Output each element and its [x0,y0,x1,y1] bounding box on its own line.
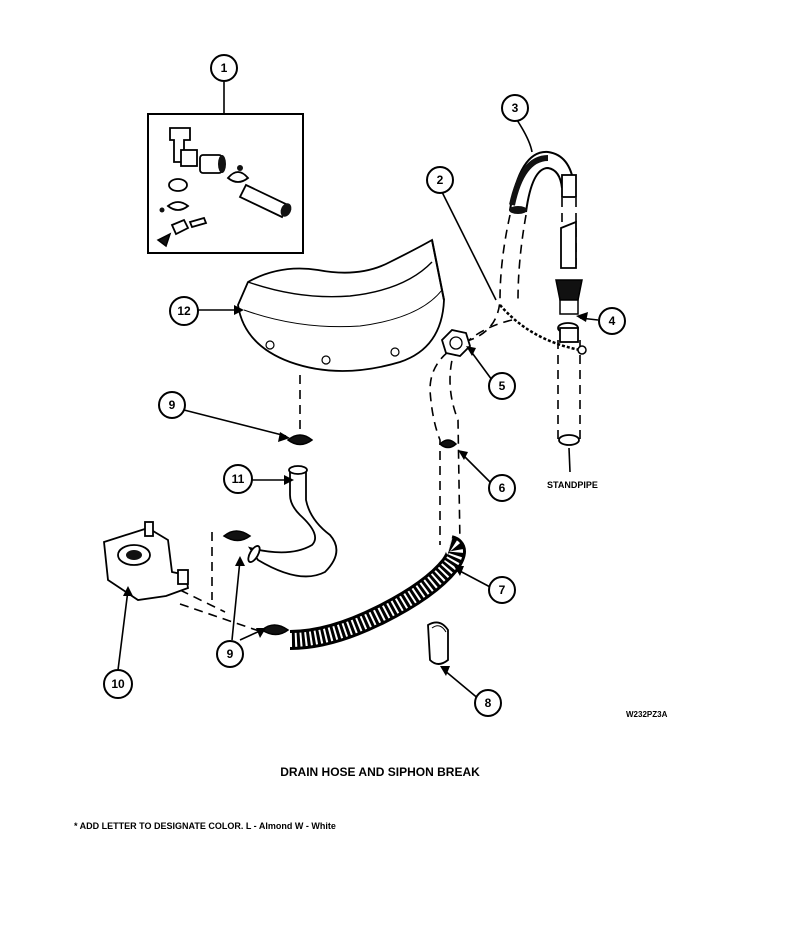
part-9-clamp-upper [286,375,314,446]
callout-9-lower: 9 [216,640,244,668]
diagram-title: DRAIN HOSE AND SIPHON BREAK [280,765,480,779]
part-9-clamps-lower [179,530,290,636]
callout-9-upper-label: 9 [169,398,176,412]
callout-12-label: 12 [177,304,191,318]
callout-10: 10 [103,669,133,699]
callout-10-label: 10 [111,677,125,691]
callout-1-label: 1 [221,61,228,75]
callout-7: 7 [488,576,516,604]
callout-11-label: 11 [232,472,245,486]
standpipe-label: STANDPIPE [547,480,598,490]
callout-5: 5 [488,372,516,400]
part-11-elbow-hose [247,465,338,578]
part-12-tub [237,238,445,372]
callout-3: 3 [501,94,529,122]
part-6-clamp [438,439,458,449]
callout-4-label: 4 [609,314,616,328]
callout-8-label: 8 [485,696,492,710]
hose-path-inner [449,319,513,546]
part-4-fitting [555,279,583,343]
callout-6-label: 6 [499,481,506,495]
part-7-drain-hose [289,535,466,650]
part-10-pump [103,521,190,601]
callout-12: 12 [169,296,199,326]
callout-4: 4 [598,307,626,335]
callout-8: 8 [474,689,502,717]
callout-2-label: 2 [437,173,444,187]
callout-5-label: 5 [499,379,506,393]
callout-9-lower-label: 9 [227,647,234,661]
part-1-kit-box [147,113,304,254]
callout-6: 6 [488,474,516,502]
leader-lines [117,82,599,701]
part-8-clip [427,621,449,665]
color-footnote: * ADD LETTER TO DESIGNATE COLOR. L - Alm… [74,821,336,831]
callout-9-upper: 9 [158,391,186,419]
part-5-nut [440,329,472,357]
callout-1: 1 [210,54,238,82]
callout-11: 11 [223,464,253,494]
part-2-chain [499,304,581,352]
part-3-upper-hose [509,150,577,214]
hose-path-upper-2 [517,214,527,301]
callout-7-label: 7 [499,583,506,597]
standpipe [557,198,581,446]
callout-3-label: 3 [512,101,519,115]
drawing-code: W232PZ3A [626,710,668,719]
callout-2: 2 [426,166,454,194]
